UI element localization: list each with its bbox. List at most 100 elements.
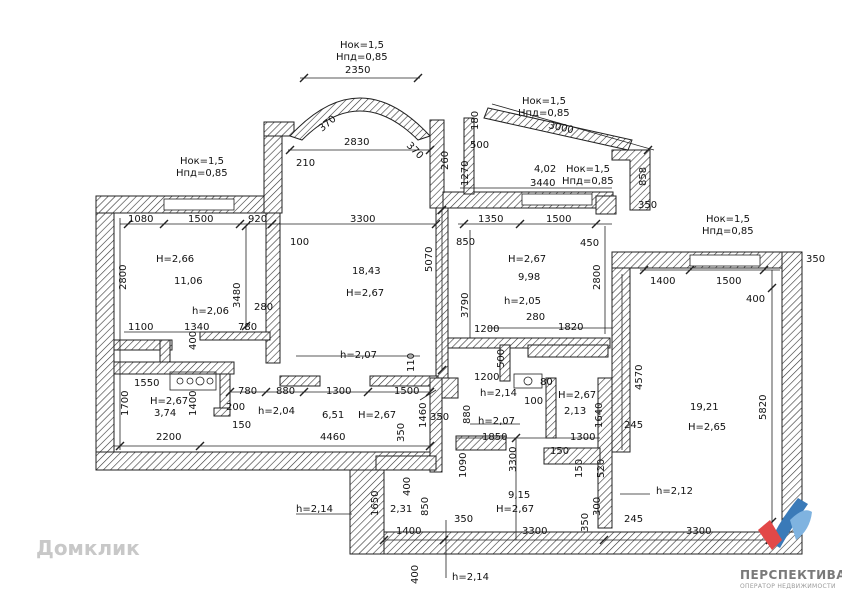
- dim-1500b: 1500: [546, 214, 571, 225]
- bay-nok: Нок=1,5: [340, 40, 384, 51]
- bay-210: 210: [296, 158, 315, 169]
- h-207b: h=2,07: [478, 416, 515, 427]
- room8-area: 2,31: [390, 504, 412, 515]
- dim-1400a: 1400: [650, 276, 675, 287]
- dim-400d: 400: [410, 565, 421, 584]
- dim-850b: 850: [420, 497, 431, 516]
- dim-80: 80: [540, 377, 553, 388]
- sink-icon: [513, 373, 543, 389]
- room9-height: H=2,67: [496, 504, 534, 515]
- dim-1300b: 1300: [570, 432, 595, 443]
- dim-245b: 245: [624, 514, 643, 525]
- room1-height: H=2,66: [156, 254, 194, 265]
- room4-area: 19,21: [690, 402, 719, 413]
- dim-450: 450: [580, 238, 599, 249]
- dim-3300c: 3300: [522, 526, 547, 537]
- b2-npd: Нпд=0,85: [562, 176, 614, 187]
- dim-880b: 880: [462, 405, 473, 424]
- dim-1650: 1650: [370, 491, 381, 516]
- dim-350c: 350: [430, 412, 449, 423]
- dim-500a: 500: [496, 349, 507, 368]
- perspektiva-logo-text: ПЕРСПЕКТИВА: [740, 568, 842, 582]
- dim-400c: 400: [402, 477, 413, 496]
- middle-labels: h=2,06 280 1100 1340 780 h=2,05 280 1200…: [128, 296, 583, 399]
- dim-5070: 5070: [424, 247, 435, 272]
- dim-1700: 1700: [120, 391, 131, 416]
- room3-height: H=2,67: [508, 254, 546, 265]
- dim-1640: 1640: [594, 403, 605, 428]
- dim-4570: 4570: [634, 365, 645, 390]
- dim-780b: 780: [238, 386, 257, 397]
- dim-1400b: 1400: [188, 391, 199, 416]
- dim-1200b: 1200: [474, 372, 499, 383]
- right-npd: Нпд=0,85: [702, 226, 754, 237]
- room2-area: 18,43: [352, 266, 381, 277]
- stove-icon: [169, 371, 217, 391]
- dim-245a: 245: [624, 420, 643, 431]
- dim-110: 110: [406, 353, 417, 372]
- dim-3300b: 3300: [508, 447, 519, 472]
- dim-1550: 1550: [134, 378, 159, 389]
- dim-920: 920: [248, 214, 267, 225]
- domclick-watermark: Домклик: [36, 536, 140, 560]
- top-dimension-labels: 1080 1500 920 3300 1350 1500 100 850 450…: [128, 214, 825, 305]
- dim-880a: 880: [276, 386, 295, 397]
- room4-height: H=2,65: [688, 422, 726, 433]
- h-205: h=2,05: [504, 296, 541, 307]
- dim-350a: 350: [806, 254, 825, 265]
- dim-3300d: 3300: [686, 526, 711, 537]
- h-204: h=2,04: [258, 406, 295, 417]
- left-nok: Нок=1,5: [180, 156, 224, 167]
- dim-4460: 4460: [320, 432, 345, 443]
- dim-1080: 1080: [128, 214, 153, 225]
- room7-height: H=2,67: [558, 390, 596, 401]
- dim-1090: 1090: [458, 453, 469, 478]
- room5-area: 3,74: [154, 408, 176, 419]
- balcony-npd: Нпд=0,85: [518, 108, 570, 119]
- dim-350d: 350: [454, 514, 473, 525]
- balcony-500: 500: [470, 140, 489, 151]
- perspektiva-logo-subtitle: ОПЕРАТОР НЕДВИЖИМОСТИ: [740, 583, 836, 590]
- b2-858: 858: [638, 167, 649, 186]
- left-window-labels: Нок=1,5 Нпд=0,85: [176, 156, 228, 179]
- room6-height: H=2,67: [358, 410, 396, 421]
- dim-2800a: 2800: [118, 265, 129, 290]
- b2-350: 350: [638, 200, 657, 211]
- dim-1850: 1850: [482, 432, 507, 443]
- bay-2830: 2830: [344, 137, 369, 148]
- h-214c: h=2,14: [452, 572, 489, 583]
- dim-1400c: 1400: [396, 526, 421, 537]
- lower-labels: 1550 780 880 1300 1500 H=2,67 3,74 1700 …: [120, 378, 693, 497]
- dim-280b: 280: [526, 312, 545, 323]
- bay-npd: Нпд=0,85: [336, 52, 388, 63]
- dim-1300a: 1300: [326, 386, 351, 397]
- balcony-1270: 1270: [460, 161, 471, 186]
- bay-260: 260: [440, 151, 451, 170]
- dim-1500c: 1500: [716, 276, 741, 287]
- dim-400b: 400: [188, 331, 199, 350]
- dim-350b: 350: [396, 423, 407, 442]
- bay-width: 2350: [345, 65, 370, 76]
- dim-5820: 5820: [758, 395, 769, 420]
- dim-1820: 1820: [558, 322, 583, 333]
- perspektiva-logo-mark: [758, 498, 812, 550]
- left-npd: Нпд=0,85: [176, 168, 228, 179]
- b2-3440: 3440: [530, 178, 555, 189]
- dim-400a: 400: [746, 294, 765, 305]
- bottom-labels: 1650 400 850 h=2,14 2,31 9,15 H=2,67 350…: [296, 477, 711, 584]
- dim-2800b: 2800: [592, 265, 603, 290]
- room7-area: 2,13: [564, 406, 586, 417]
- dim-150b: 150: [550, 446, 569, 457]
- balcony-labels: Нок=1,5 Нпд=0,85 3000 180 500 1270 4,02 …: [460, 96, 657, 211]
- vertical-dimension-labels: 2800 3480 5070 3790 2800 4570 5820: [118, 247, 769, 420]
- dim-200: 200: [226, 402, 245, 413]
- balcony-180: 180: [470, 111, 481, 130]
- dim-1460: 1460: [418, 403, 429, 428]
- dimension-lines: [114, 77, 782, 578]
- room1-area: 11,06: [174, 276, 203, 287]
- dim-520: 520: [596, 459, 607, 478]
- windows: [163, 193, 761, 267]
- dim-3790: 3790: [460, 293, 471, 318]
- dim-300: 300: [592, 497, 603, 516]
